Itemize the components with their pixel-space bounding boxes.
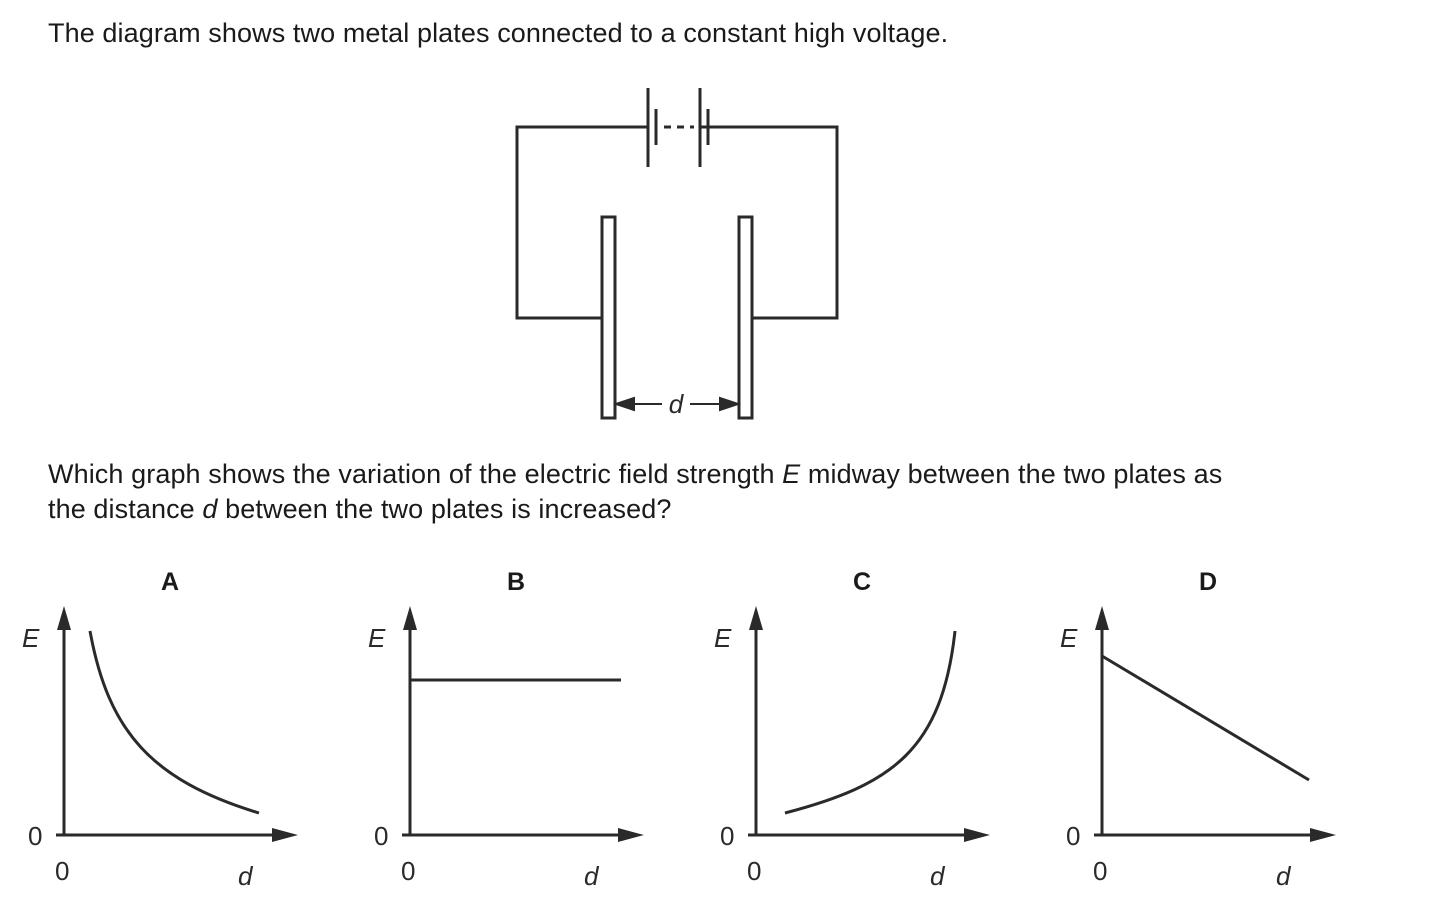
origin-x-label-a: 0 bbox=[55, 856, 69, 886]
x-axis-arrow-d bbox=[1310, 828, 1336, 842]
origin-y-label-a: 0 bbox=[28, 821, 42, 851]
y-axis-arrow-d bbox=[1095, 606, 1109, 630]
graph-option-b: B E 0 0 d bbox=[368, 568, 644, 891]
graph-option-c: C E 0 0 d bbox=[714, 568, 990, 891]
x-axis-label-b: d bbox=[584, 861, 600, 891]
option-label-d: D bbox=[1199, 568, 1217, 596]
origin-y-label-c: 0 bbox=[720, 821, 734, 851]
option-label-c: C bbox=[853, 568, 871, 596]
graph-option-a: A E 0 0 d bbox=[22, 568, 298, 891]
answer-graphs: A E 0 0 d B E 0 0 d C E bbox=[0, 550, 1448, 908]
y-axis-label-c: E bbox=[714, 623, 732, 653]
left-plate bbox=[600, 215, 617, 420]
x-axis-arrow-b bbox=[618, 828, 644, 842]
right-plate bbox=[737, 215, 754, 420]
x-axis-arrow-a bbox=[272, 828, 298, 842]
origin-y-label-b: 0 bbox=[374, 821, 388, 851]
x-axis-label-c: d bbox=[930, 861, 946, 891]
origin-x-label-b: 0 bbox=[401, 856, 415, 886]
y-axis-label-d: E bbox=[1060, 623, 1078, 653]
x-axis-arrow-c bbox=[964, 828, 990, 842]
origin-x-label-c: 0 bbox=[747, 856, 761, 886]
question-text: Which graph shows the variation of the e… bbox=[48, 457, 1222, 527]
y-axis-label-b: E bbox=[368, 623, 386, 653]
y-axis-arrow-b bbox=[403, 606, 417, 630]
question-line2: the distance d between the two plates is… bbox=[48, 494, 672, 524]
curve-a bbox=[88, 630, 260, 815]
x-axis-label-d: d bbox=[1276, 861, 1292, 891]
separation-arrow bbox=[612, 396, 742, 412]
circuit-diagram: d bbox=[0, 0, 1448, 440]
battery-symbol bbox=[646, 88, 710, 167]
curve-d bbox=[1101, 654, 1310, 782]
option-label-a: A bbox=[161, 568, 179, 596]
graph-option-d: D E 0 0 d bbox=[1060, 568, 1336, 891]
question-line1: Which graph shows the variation of the e… bbox=[48, 459, 1223, 489]
curve-c bbox=[784, 630, 957, 815]
circuit-wires bbox=[515, 125, 839, 320]
y-axis-arrow-a bbox=[57, 606, 71, 630]
option-label-b: B bbox=[507, 568, 525, 596]
y-axis-label-a: E bbox=[22, 623, 40, 653]
intro-text: The diagram shows two metal plates conne… bbox=[48, 18, 949, 48]
y-axis-arrow-c bbox=[749, 606, 763, 630]
origin-x-label-d: 0 bbox=[1093, 856, 1107, 886]
separation-label: d bbox=[669, 389, 685, 419]
x-axis-label-a: d bbox=[238, 861, 254, 891]
origin-y-label-d: 0 bbox=[1066, 821, 1080, 851]
